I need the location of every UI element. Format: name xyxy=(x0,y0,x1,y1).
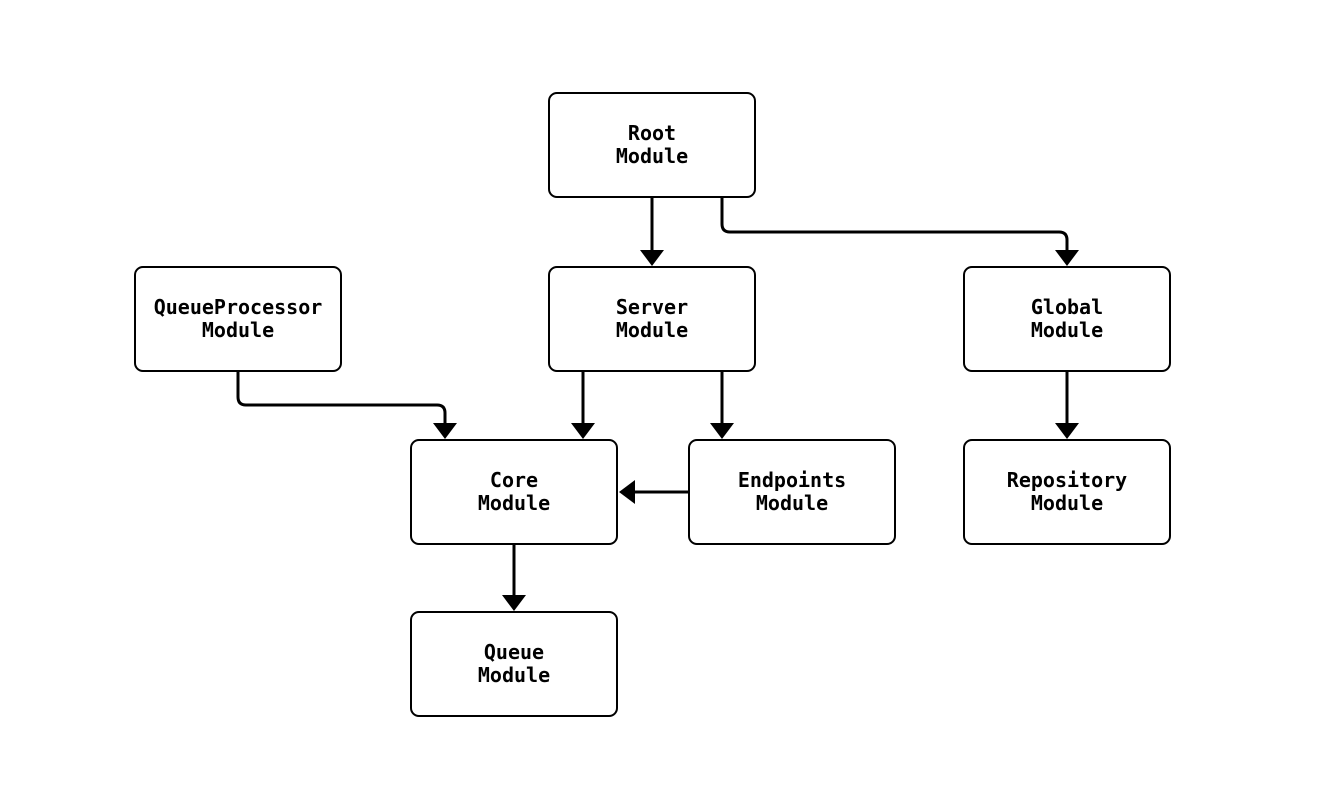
node-queue-module-label: Queue Module xyxy=(477,640,551,687)
edge-queueprocessor-to-core xyxy=(236,370,457,439)
node-core-module-label: Core Module xyxy=(477,468,551,515)
node-repository-module: Repository Module xyxy=(963,439,1171,545)
node-endpoints-module-label: Endpoints Module xyxy=(737,468,847,515)
arrowhead-down-icon xyxy=(1055,423,1079,439)
edge-global-to-repository xyxy=(1055,370,1079,439)
edge-endpoints-to-core xyxy=(619,480,690,504)
arrowhead-down-icon xyxy=(640,250,664,266)
node-endpoints-module: Endpoints Module xyxy=(688,439,896,545)
node-root-module: Root Module xyxy=(548,92,756,198)
arrowhead-down-icon xyxy=(710,423,734,439)
edge-server-to-endpoints xyxy=(710,370,734,439)
edge-root-to-global xyxy=(720,196,1079,266)
node-queue-module: Queue Module xyxy=(410,611,618,717)
arrowhead-down-icon xyxy=(1055,250,1079,266)
edge-server-to-core xyxy=(571,370,595,439)
arrowhead-left-icon xyxy=(619,480,635,504)
node-global-module-label: Global Module xyxy=(1030,295,1104,342)
node-core-module: Core Module xyxy=(410,439,618,545)
edge-core-to-queue xyxy=(502,543,526,611)
node-global-module: Global Module xyxy=(963,266,1171,372)
arrowhead-down-icon xyxy=(571,423,595,439)
node-server-module: Server Module xyxy=(548,266,756,372)
edge-root-to-server xyxy=(640,196,664,266)
arrowhead-down-icon xyxy=(502,595,526,611)
node-root-module-label: Root Module xyxy=(615,121,689,168)
node-server-module-label: Server Module xyxy=(615,295,689,342)
node-queueprocessor-module-label: QueueProcessor Module xyxy=(153,295,323,342)
node-queueprocessor-module: QueueProcessor Module xyxy=(134,266,342,372)
arrowhead-down-icon xyxy=(433,423,457,439)
node-repository-module-label: Repository Module xyxy=(1006,468,1128,515)
